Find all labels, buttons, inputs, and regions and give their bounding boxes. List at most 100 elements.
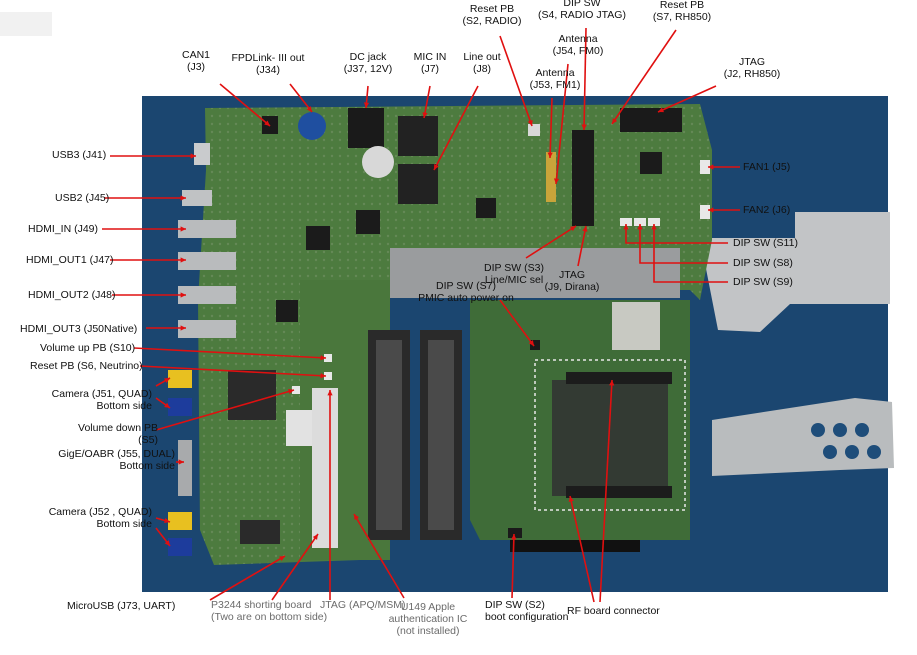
sodimm-slot-1 bbox=[376, 340, 402, 530]
callout-labels: USB3 (J41)USB2 (J45)HDMI_IN (J49)HDMI_OU… bbox=[20, 0, 798, 637]
leader-volume-up bbox=[133, 347, 327, 359]
fpdlink-connector bbox=[298, 112, 326, 140]
leader-reset-rh850 bbox=[611, 29, 677, 125]
arrowhead-mic-in bbox=[422, 112, 428, 118]
label-line-reset-radio-0: Reset PB bbox=[470, 3, 514, 15]
label-line-microusb-0: MicroUSB (J73, UART) bbox=[67, 600, 175, 612]
label-line-u149-1: authentication IC bbox=[389, 613, 468, 625]
volume-up-button bbox=[324, 354, 332, 362]
label-line-hdmi-out2-0: HDMI_OUT2 (J48) bbox=[28, 289, 116, 301]
label-line-antenna-fm1-0: Antenna bbox=[535, 67, 574, 79]
arrowhead-hdmi-out2 bbox=[180, 292, 186, 298]
fan1-connector bbox=[700, 160, 710, 174]
arrowhead-rf-connector-2 bbox=[609, 380, 615, 386]
metal-bracket bbox=[700, 212, 890, 332]
leader-can1 bbox=[219, 83, 271, 127]
label-line-hdmi-out1-0: HDMI_OUT1 (J47) bbox=[26, 254, 114, 266]
leader-rf-connector bbox=[569, 495, 595, 603]
arrowhead-dc-jack bbox=[363, 102, 370, 108]
chip-2 bbox=[356, 210, 380, 234]
label-line-reset-neutrino-0: Reset PB (S6, Neutrino) bbox=[30, 360, 143, 372]
label-reset-rh850: Reset PB(S7, RH850) bbox=[653, 0, 711, 23]
label-usb3: USB3 (J41) bbox=[52, 149, 106, 161]
label-line-dip-s7-1: PMIC auto power on bbox=[418, 292, 514, 304]
label-reset-neutrino: Reset PB (S6, Neutrino) bbox=[30, 360, 143, 372]
arrowhead-camera-j52-2 bbox=[164, 540, 170, 546]
label-line-mic-in-0: MIC IN bbox=[414, 51, 447, 63]
label-dip-s11: DIP SW (S11) bbox=[733, 237, 798, 249]
label-line-jtag-dirana-0: JTAG bbox=[559, 269, 585, 281]
rf-module-outline bbox=[534, 359, 686, 511]
label-mic-in: MIC IN(J7) bbox=[414, 51, 447, 75]
arrowhead-line-out bbox=[434, 164, 439, 170]
rf-connector-bottom bbox=[566, 486, 672, 498]
dip-s8-switch bbox=[634, 218, 646, 226]
leader-dip-s2 bbox=[511, 533, 515, 599]
camera-j52-yellow bbox=[168, 512, 192, 530]
label-dip-s3: DIP SW (S3)Line/MIC sel bbox=[484, 262, 544, 286]
label-line-hdmi-in-0: HDMI_IN (J49) bbox=[28, 223, 98, 235]
leader-reset-radio bbox=[499, 35, 533, 127]
label-hdmi-out3: HDMI_OUT3 (J50Native) bbox=[20, 323, 137, 335]
arrowhead-camera-j51 bbox=[164, 378, 170, 383]
label-fan2: FAN2 (J6) bbox=[743, 204, 790, 216]
label-line-antenna-fm1-1: (J53, FM1) bbox=[530, 79, 581, 91]
leader-dip-s3 bbox=[525, 225, 577, 259]
label-line-line-out-0: Line out bbox=[463, 51, 500, 63]
arrowhead-dip-s9 bbox=[651, 224, 657, 230]
hdmi-out3-connector bbox=[178, 320, 236, 338]
faint-box bbox=[0, 12, 52, 36]
label-line-p3244-0: P3244 shorting board bbox=[211, 599, 312, 611]
arrowhead-gige-oabr bbox=[178, 459, 184, 465]
label-line-rf-connector-0: RF board connector bbox=[567, 605, 660, 617]
leader-mic-in bbox=[423, 85, 431, 119]
leader-jtag-rh850 bbox=[657, 85, 717, 113]
arrowhead-camera-j51-2 bbox=[164, 402, 170, 408]
label-hdmi-out2: HDMI_OUT2 (J48) bbox=[28, 289, 116, 301]
leader-dip-s4 bbox=[583, 27, 587, 131]
fan2-connector bbox=[700, 205, 710, 219]
label-line-usb3-0: USB3 (J41) bbox=[52, 149, 106, 161]
chip-3 bbox=[276, 300, 298, 322]
label-antenna-fm0: Antenna(J54, FM0) bbox=[553, 33, 604, 57]
arrowhead-dip-s11 bbox=[623, 224, 629, 230]
label-camera-j51: Camera (J51, QUAD)Bottom side bbox=[52, 388, 153, 412]
arrowhead-u149 bbox=[354, 514, 360, 520]
label-line-dip-s3-0: DIP SW (S3) bbox=[484, 262, 544, 274]
arrowhead-camera-j52 bbox=[164, 518, 170, 524]
leader-rf-connector-2 bbox=[599, 379, 613, 603]
label-line-hdmi-out3-0: HDMI_OUT3 (J50Native) bbox=[20, 323, 137, 335]
label-line-jtag-dirana-1: (J9, Dirana) bbox=[545, 281, 600, 293]
label-line-volume-up-0: Volume up PB (S10) bbox=[40, 342, 135, 354]
label-camera-j52: Camera (J52 , QUAD)Bottom side bbox=[49, 506, 152, 530]
antenna-connectors bbox=[546, 152, 556, 202]
leader-line-out bbox=[433, 85, 479, 171]
arrowhead-dip-s4 bbox=[581, 124, 587, 130]
arrowhead-antenna-fm1 bbox=[547, 152, 553, 158]
rf-connector-top bbox=[566, 372, 672, 384]
label-dip-s7: DIP SW (S7)PMIC auto power on bbox=[418, 280, 514, 304]
jtag-rh850-header bbox=[620, 108, 682, 132]
arrowhead-microusb bbox=[279, 556, 285, 561]
arrowhead-p3244 bbox=[312, 534, 318, 540]
line-out-jack bbox=[398, 164, 438, 204]
leader-reset-neutrino bbox=[139, 365, 327, 377]
arrowhead-rf-connector bbox=[568, 496, 574, 502]
chip-1 bbox=[306, 226, 330, 250]
label-line-u149-0: U149 Apple bbox=[401, 601, 455, 613]
label-dip-s8: DIP SW (S8) bbox=[733, 257, 793, 269]
cutout-area bbox=[390, 248, 680, 298]
arrowhead-jtag-apq bbox=[327, 390, 333, 396]
label-p3244: P3244 shorting board(Two are on bottom s… bbox=[211, 599, 327, 623]
arrowhead-fpdlink bbox=[306, 106, 312, 112]
label-line-fpdlink-0: FPDLink- III out bbox=[232, 52, 305, 64]
label-line-dc-jack-1: (J37, 12V) bbox=[344, 63, 392, 75]
arrowhead-usb2 bbox=[180, 195, 186, 201]
reset-neutrino-button bbox=[324, 372, 332, 380]
label-microusb: MicroUSB (J73, UART) bbox=[67, 600, 175, 612]
leader-dip-s7 bbox=[499, 299, 535, 347]
dip-s11-switch bbox=[620, 218, 632, 226]
label-volume-up: Volume up PB (S10) bbox=[40, 342, 135, 354]
chip-5 bbox=[476, 198, 496, 218]
label-jtag-apq: JTAG (APQ/MSM) bbox=[320, 599, 406, 611]
